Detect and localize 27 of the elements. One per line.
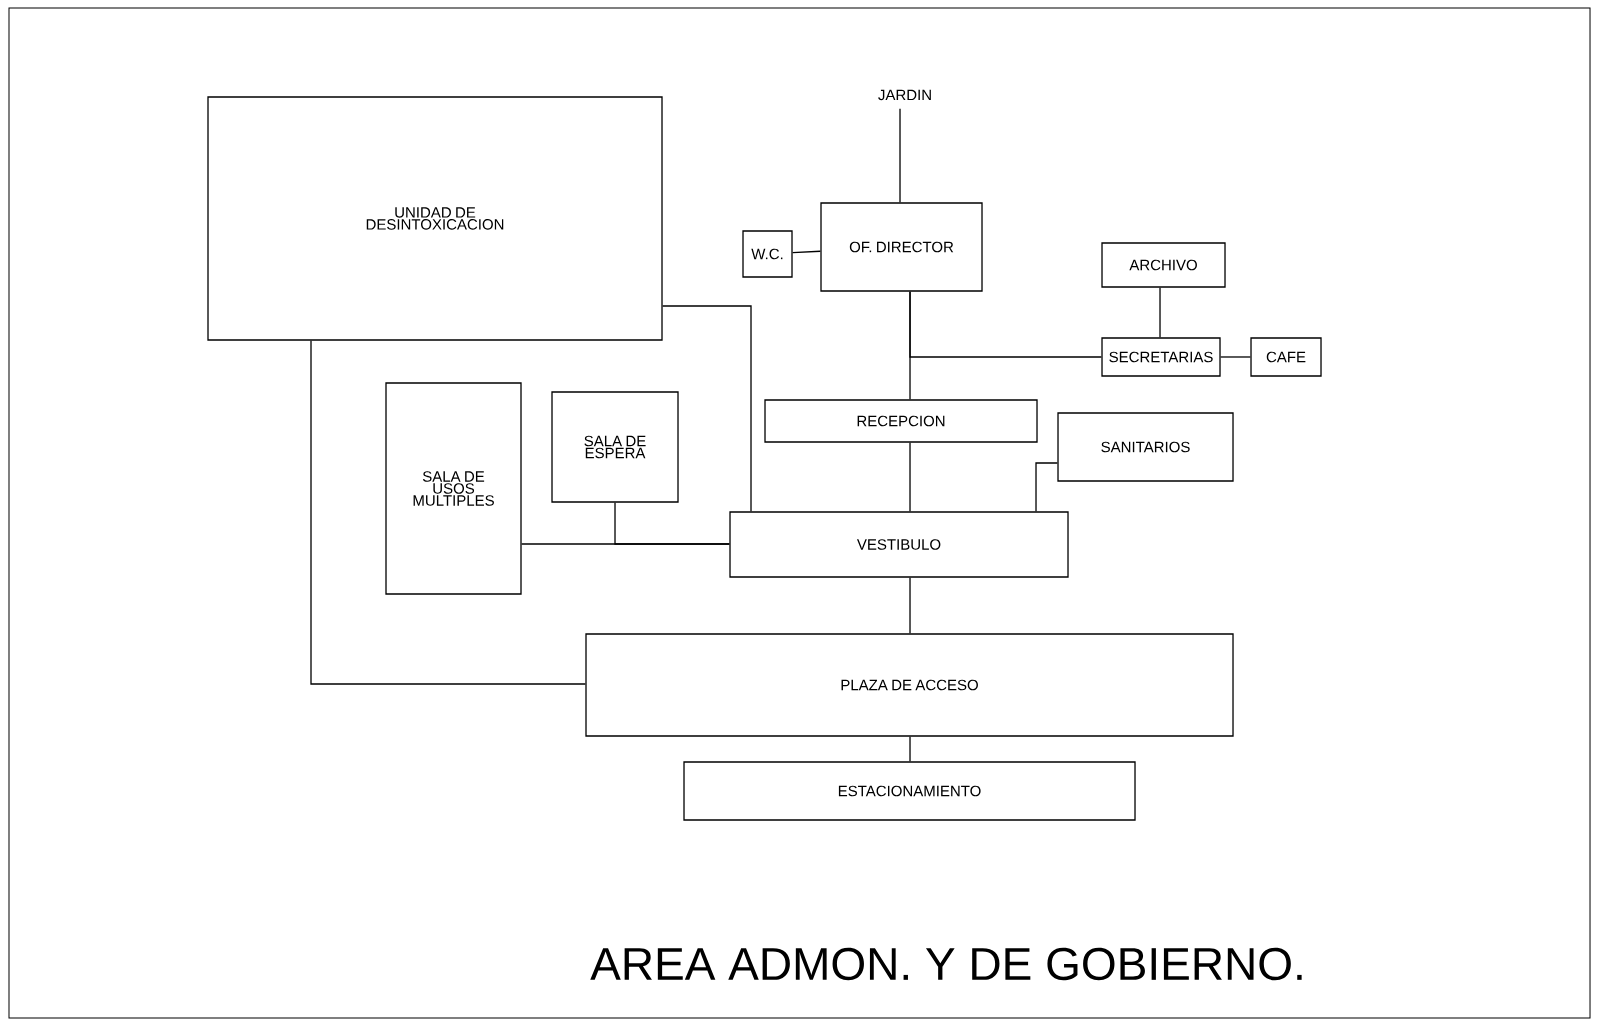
room-box: RECEPCION: [764, 399, 1038, 443]
room-box: UNIDAD DE DESINTOXICACION: [207, 96, 663, 341]
room-box: SANITARIOS: [1057, 412, 1234, 482]
connector-line: [310, 340, 586, 685]
room-box: ESTACIONAMIENTO: [683, 761, 1136, 821]
connector-line: [909, 577, 911, 634]
room-box: CAFE: [1250, 337, 1322, 377]
title: AREA ADMON. Y DE GOBIERNO.: [590, 947, 1302, 981]
room-box: SALA DE USOS MULTIPLES: [385, 382, 522, 595]
garden-label: JARDIN: [878, 89, 931, 101]
room-box: OF. DIRECTOR: [820, 202, 983, 292]
room-box: VESTIBULO: [729, 511, 1069, 578]
room-box: PLAZA DE ACCESO: [585, 633, 1234, 737]
connector-line: [1220, 356, 1251, 358]
connector-line: [909, 442, 911, 512]
connector-line: [909, 291, 1102, 358]
connector-line: [899, 108, 901, 203]
room-box: W.C.: [742, 230, 793, 278]
connector-line: [614, 502, 730, 545]
connector-line: [662, 305, 752, 512]
room-box: SECRETARIAS: [1101, 337, 1221, 377]
connector-line: [909, 736, 911, 762]
connector-line: [792, 250, 821, 254]
connector-line: [1159, 287, 1161, 338]
connector-line: [1035, 462, 1058, 512]
room-box: ARCHIVO: [1101, 242, 1226, 288]
room-box: SALA DE ESPERA: [551, 391, 679, 503]
